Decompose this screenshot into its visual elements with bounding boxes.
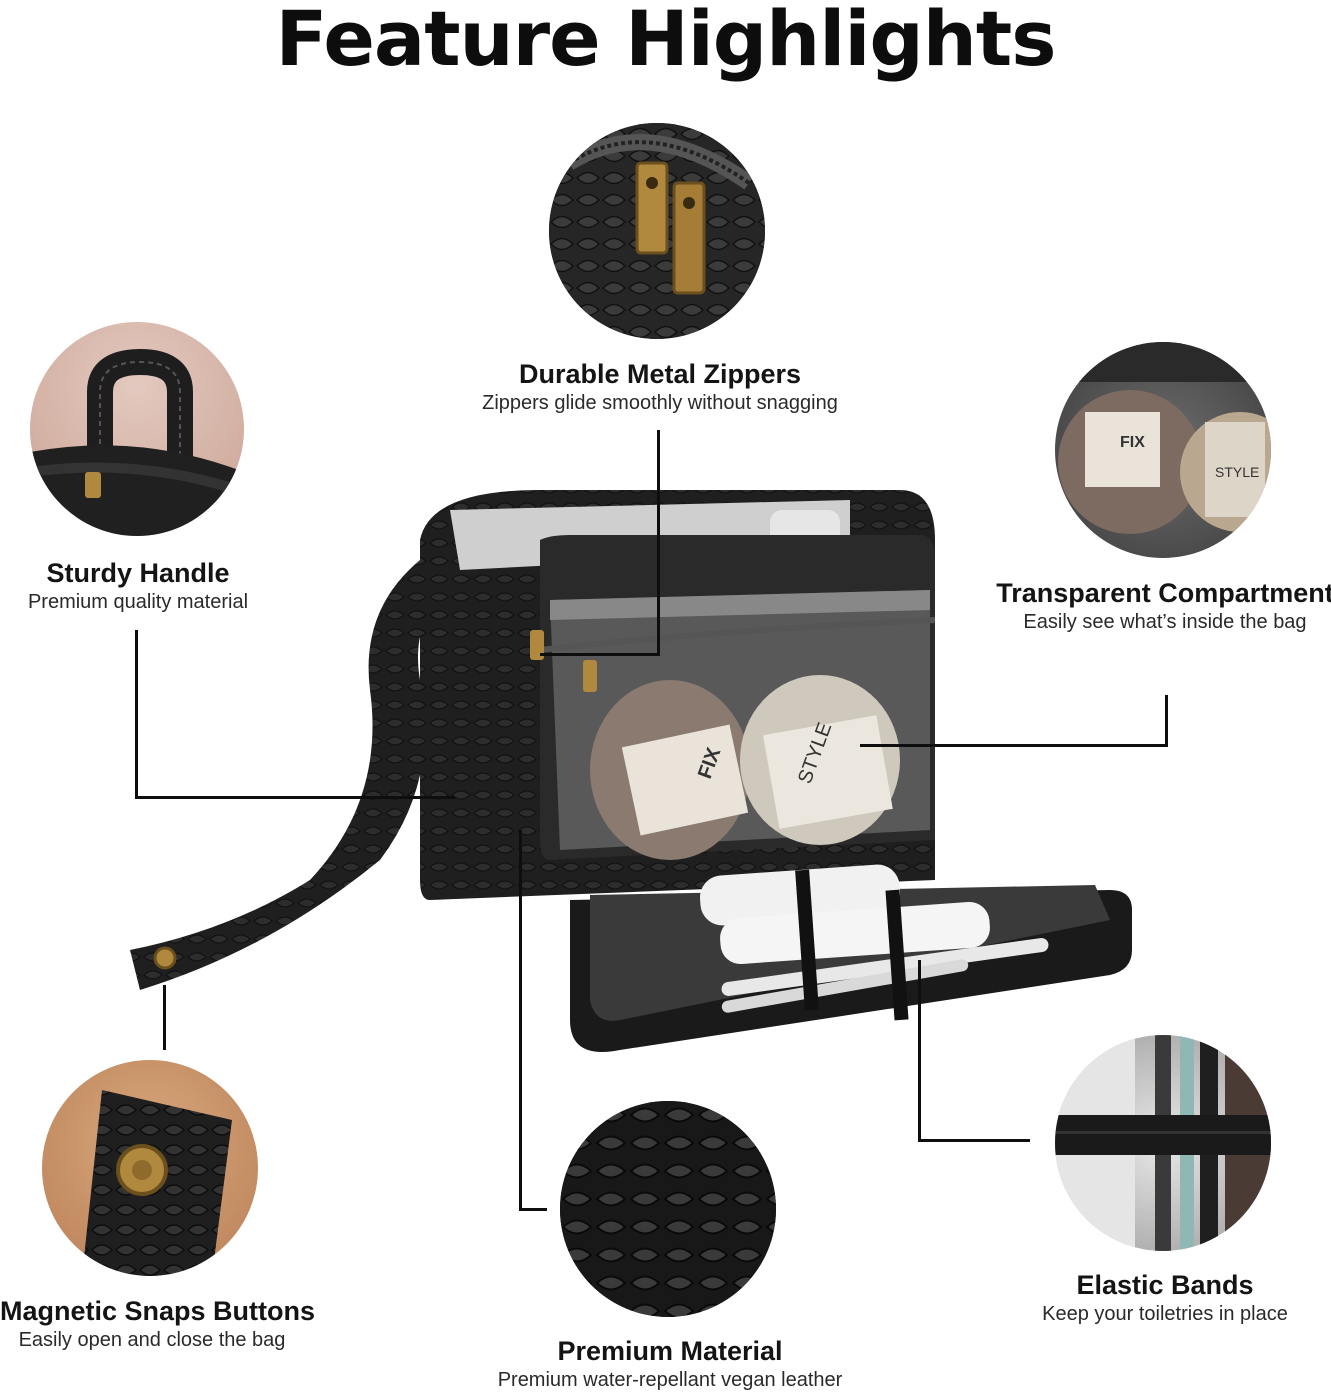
feature-bands-title: Elastic Bands bbox=[1076, 1270, 1254, 1300]
leather-closeup-image bbox=[560, 1101, 776, 1317]
snaps-connector-vertical bbox=[163, 985, 166, 1050]
compartment-connector-horizontal bbox=[860, 744, 1168, 747]
material-connector-horizontal bbox=[519, 1208, 547, 1211]
feature-handle-subtitle: Premium quality material bbox=[27, 591, 249, 613]
feature-zippers-title: Durable Metal Zippers bbox=[518, 359, 802, 389]
feature-snaps-title: Magnetic Snaps Buttons bbox=[0, 1296, 316, 1326]
jar-right-brand-small: STYLE bbox=[1215, 464, 1259, 480]
feature-zippers-subtitle: Zippers glide smoothly without snagging bbox=[482, 392, 838, 414]
feature-zippers: Durable Metal Zippers Zippers glide smoo… bbox=[430, 358, 890, 416]
feature-handle: Sturdy Handle Premium quality material bbox=[0, 557, 276, 615]
handle-connector-horizontal bbox=[135, 796, 455, 799]
bands-connector-horizontal bbox=[918, 1139, 1030, 1142]
zipper-closeup-image bbox=[549, 123, 765, 339]
elastic-band-closeup-image bbox=[1055, 1035, 1271, 1251]
handle-connector-vertical bbox=[135, 630, 138, 798]
handle-closeup-image bbox=[30, 322, 244, 536]
zippers-connector-line bbox=[657, 430, 660, 655]
feature-compartment-subtitle: Easily see what’s inside the bag bbox=[1023, 611, 1307, 633]
feature-material-title: Premium Material bbox=[557, 1336, 783, 1366]
zippers-connector-horizontal bbox=[540, 653, 660, 656]
feature-handle-title: Sturdy Handle bbox=[46, 558, 230, 588]
compartment-closeup-image: FIX STYLE bbox=[1055, 342, 1271, 558]
snap-button-closeup-image bbox=[42, 1060, 258, 1276]
toiletry-bag-image: FIX STYLE bbox=[120, 480, 1140, 1060]
feature-bands: Elastic Bands Keep your toiletries in pl… bbox=[1000, 1269, 1330, 1327]
bands-connector-vertical bbox=[918, 960, 921, 1142]
compartment-connector-vertical bbox=[1165, 695, 1168, 747]
feature-material-subtitle: Premium water-repellant vegan leather bbox=[497, 1369, 843, 1391]
feature-snaps: Magnetic Snaps Buttons Easily open and c… bbox=[0, 1295, 316, 1353]
page-title: Feature Highlights bbox=[275, 0, 1057, 83]
jar-left-brand: FIX bbox=[1120, 434, 1145, 451]
feature-snaps-subtitle: Easily open and close the bag bbox=[18, 1329, 286, 1351]
material-connector-vertical bbox=[519, 830, 522, 1210]
feature-material: Premium Material Premium water-repellant… bbox=[460, 1335, 880, 1393]
feature-compartment: Transparent Compartment Easily see what’… bbox=[995, 577, 1331, 635]
feature-compartment-title: Transparent Compartment bbox=[996, 578, 1331, 608]
feature-bands-subtitle: Keep your toiletries in place bbox=[1042, 1303, 1288, 1325]
